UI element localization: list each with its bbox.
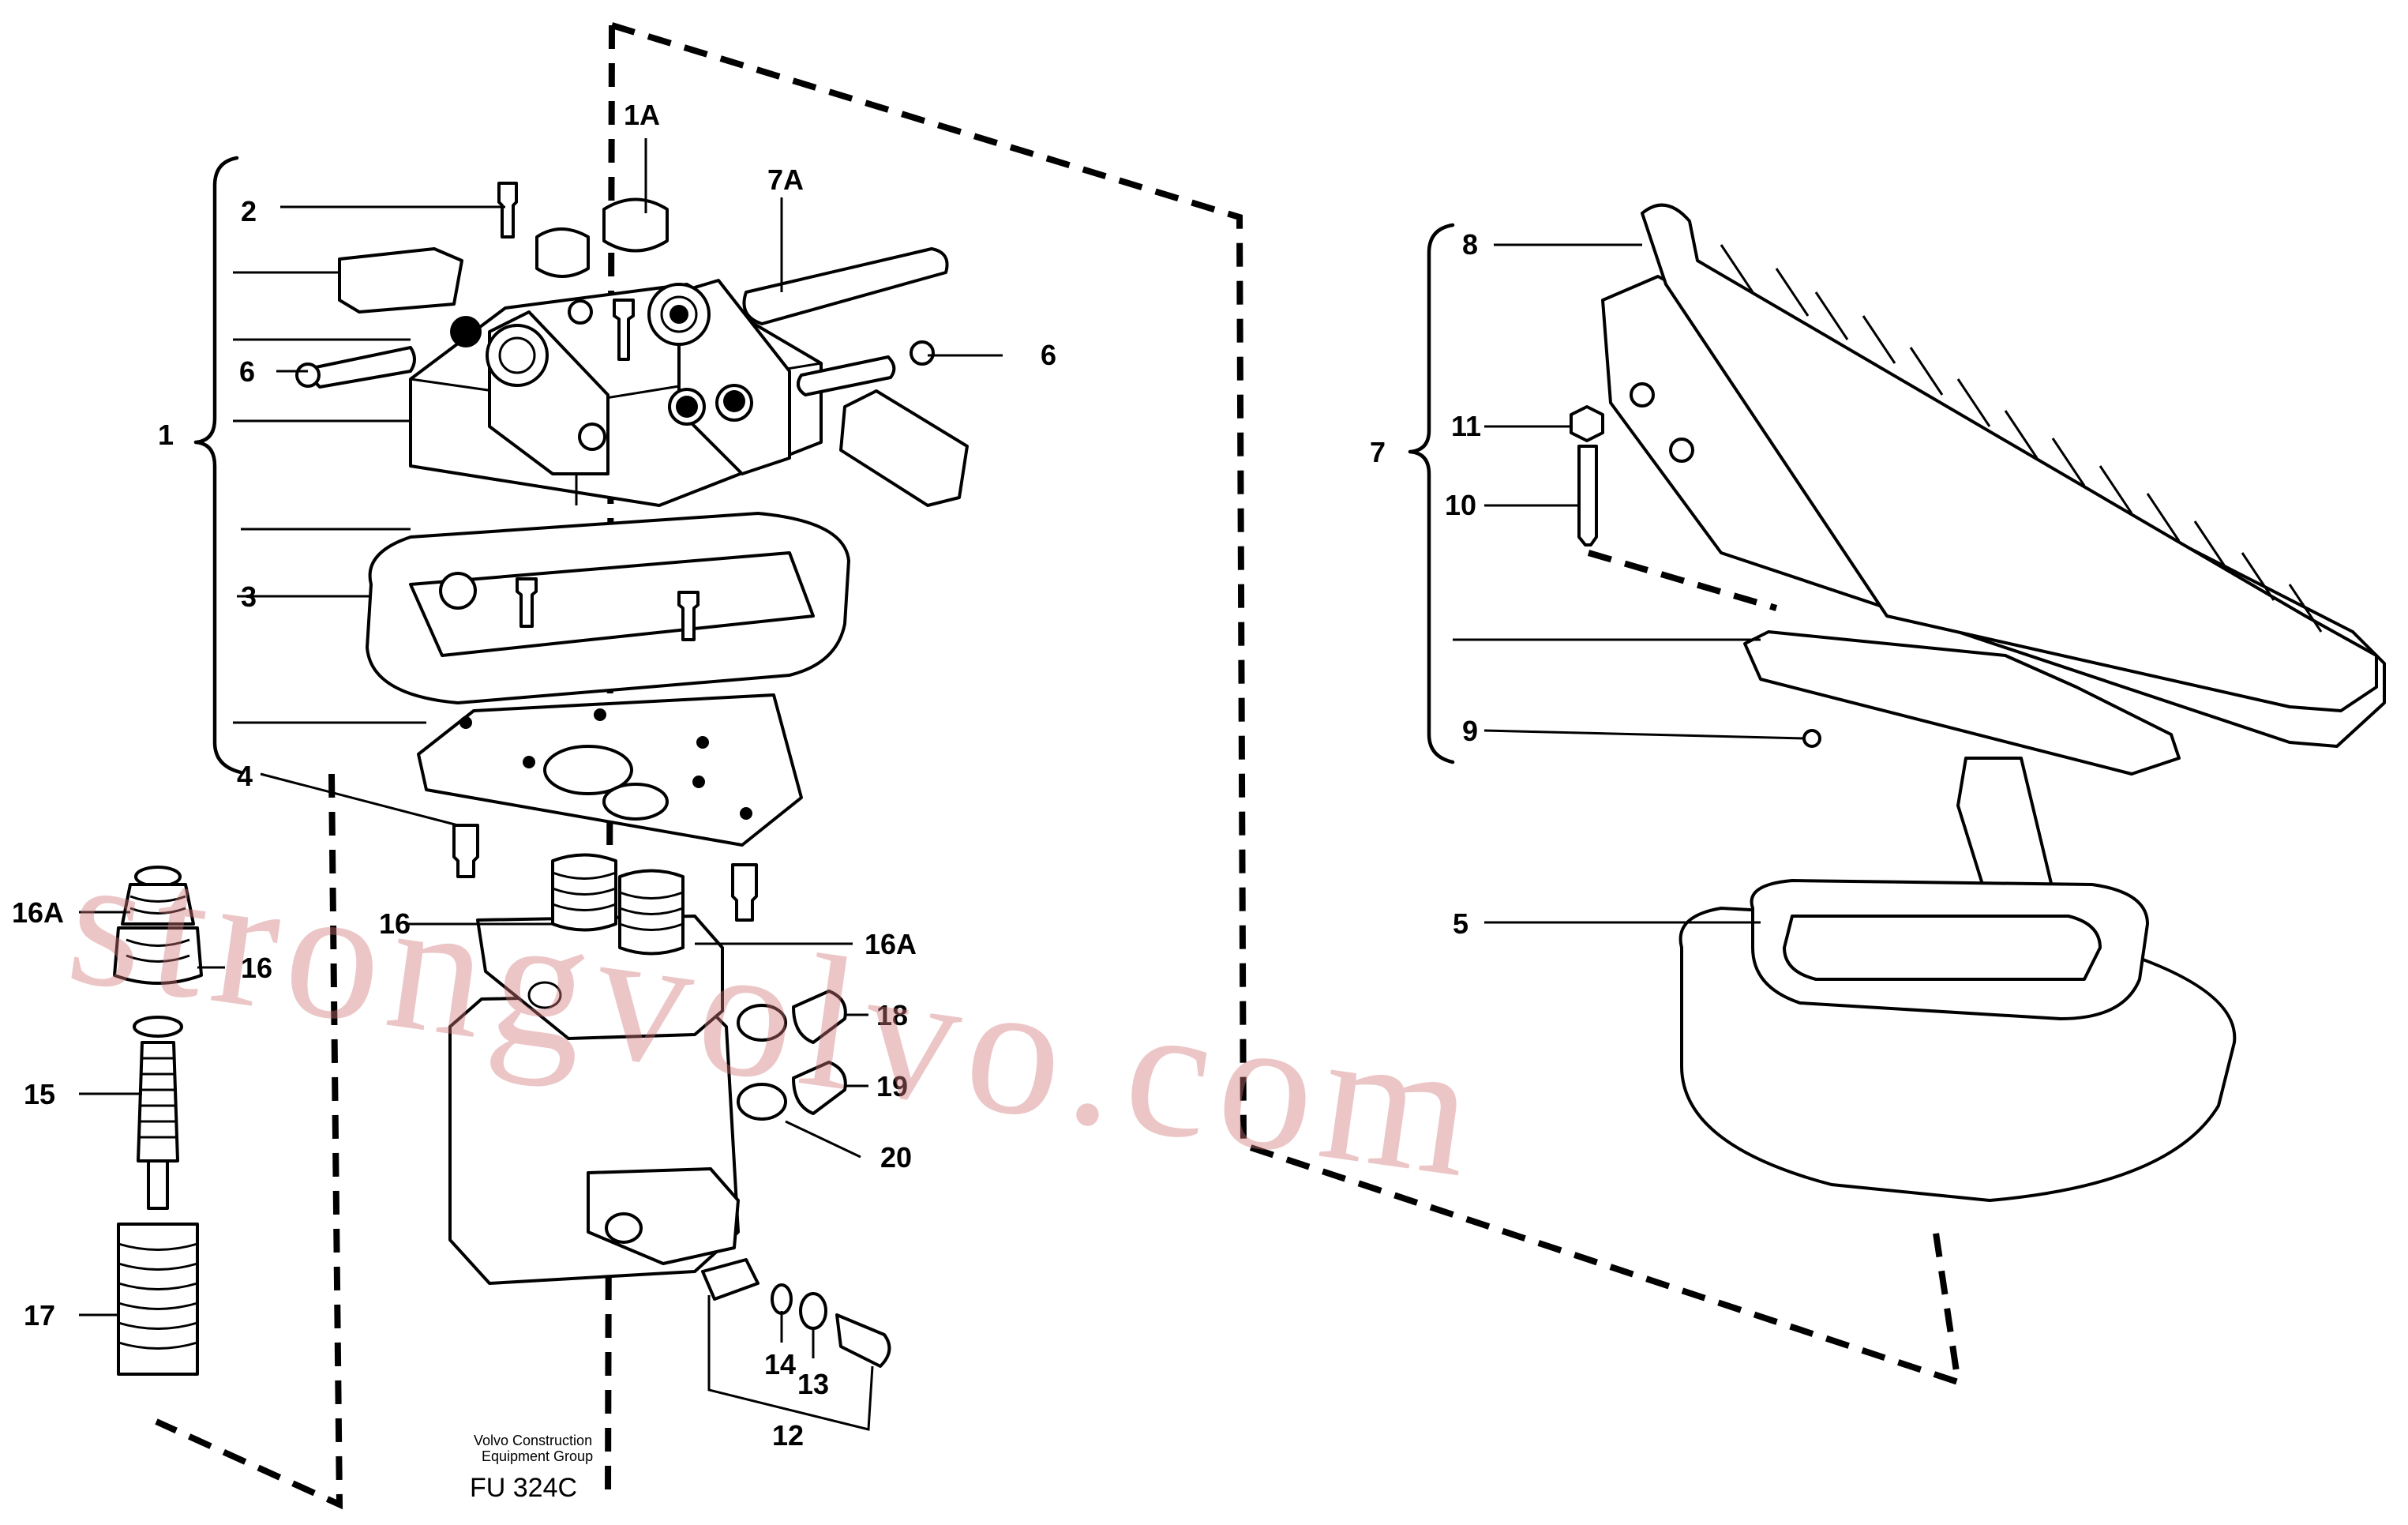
foot-pedal-8 (1601, 203, 2386, 776)
bushing-1A-b (602, 197, 669, 253)
washer-6-left (295, 362, 321, 388)
washer-15-top (133, 1016, 183, 1038)
callout-13: 13 (797, 1368, 829, 1400)
callout-4: 4 (237, 760, 253, 792)
screw-lower-left (452, 824, 479, 878)
callout-18: 18 (876, 999, 908, 1031)
o-ring-14 (771, 1283, 793, 1315)
screw-mid (613, 299, 635, 361)
callout-14: 14 (764, 1348, 796, 1380)
callout-2: 2 (241, 195, 257, 227)
callout-10: 10 (1445, 489, 1476, 521)
gasket-plate-3 (366, 512, 850, 704)
fitting-12 (701, 1258, 760, 1301)
plunger-15 (137, 1041, 179, 1210)
o-ring-20 (737, 1083, 787, 1121)
callout-7: 7 (1370, 436, 1386, 468)
callout-5: 5 (1453, 907, 1468, 940)
stop-block-left (338, 247, 463, 314)
screw-2 (497, 182, 518, 239)
callout-17: 17 (24, 1299, 55, 1332)
footer-company-line2: Equipment Group (482, 1448, 593, 1464)
valve-body (448, 853, 740, 1285)
callout-16-mid: 16 (379, 907, 411, 940)
callout-3: 3 (241, 580, 257, 613)
callout-1: 1 (158, 419, 174, 451)
plug-19 (792, 1061, 847, 1115)
rubber-boot-5 (1678, 879, 2237, 1202)
screw-lower-right (731, 863, 758, 922)
nut-11 (1570, 405, 1604, 442)
callout-9: 9 (1462, 715, 1478, 747)
brace-assembly-1 (193, 156, 243, 775)
pin-left (311, 346, 416, 389)
callout-16A-left: 16A (12, 896, 64, 929)
callout-1A: 1A (624, 99, 660, 131)
pin-right (797, 355, 896, 396)
plug-18 (792, 990, 847, 1044)
set-screw-9 (1802, 729, 1821, 748)
callout-12: 12 (772, 1419, 804, 1452)
leader-lines (79, 138, 1805, 1431)
washer-6-right (910, 340, 935, 366)
callout-16A-mid: 16A (865, 928, 917, 960)
callout-7A: 7A (767, 163, 804, 196)
callout-11: 11 (1451, 410, 1481, 442)
fitting-nut (835, 1313, 891, 1368)
callout-6-left: 6 (239, 355, 255, 388)
brace-assembly-7 (1408, 223, 1455, 764)
callout-6-right: 6 (1041, 339, 1056, 371)
stop-block-right (839, 389, 969, 507)
footer-figure-code: FU 324C (470, 1473, 577, 1503)
pivot-pin-7A (742, 247, 949, 325)
callout-labels: 1 1A 2 3 4 5 6 6 7 7A 8 9 10 11 12 13 14… (12, 99, 1481, 1452)
o-ring-18 (737, 1004, 787, 1042)
base-plate-4 (417, 693, 803, 847)
callout-16-left: 16 (241, 952, 272, 984)
callout-8: 8 (1462, 228, 1478, 261)
callout-15: 15 (24, 1078, 55, 1110)
bushing-1A-a (535, 227, 590, 278)
bolt-10 (1577, 445, 1598, 547)
callout-20: 20 (880, 1141, 912, 1174)
o-ring-13 (799, 1292, 827, 1330)
pedal-bracket-housing (409, 279, 823, 507)
spring-stack-16 (113, 866, 203, 985)
spring-17 (117, 1223, 199, 1376)
callout-19: 19 (876, 1070, 908, 1102)
watermark: strongvolvo.com (58, 812, 1494, 1218)
footer-company-line1: Volvo Construction (474, 1433, 592, 1448)
